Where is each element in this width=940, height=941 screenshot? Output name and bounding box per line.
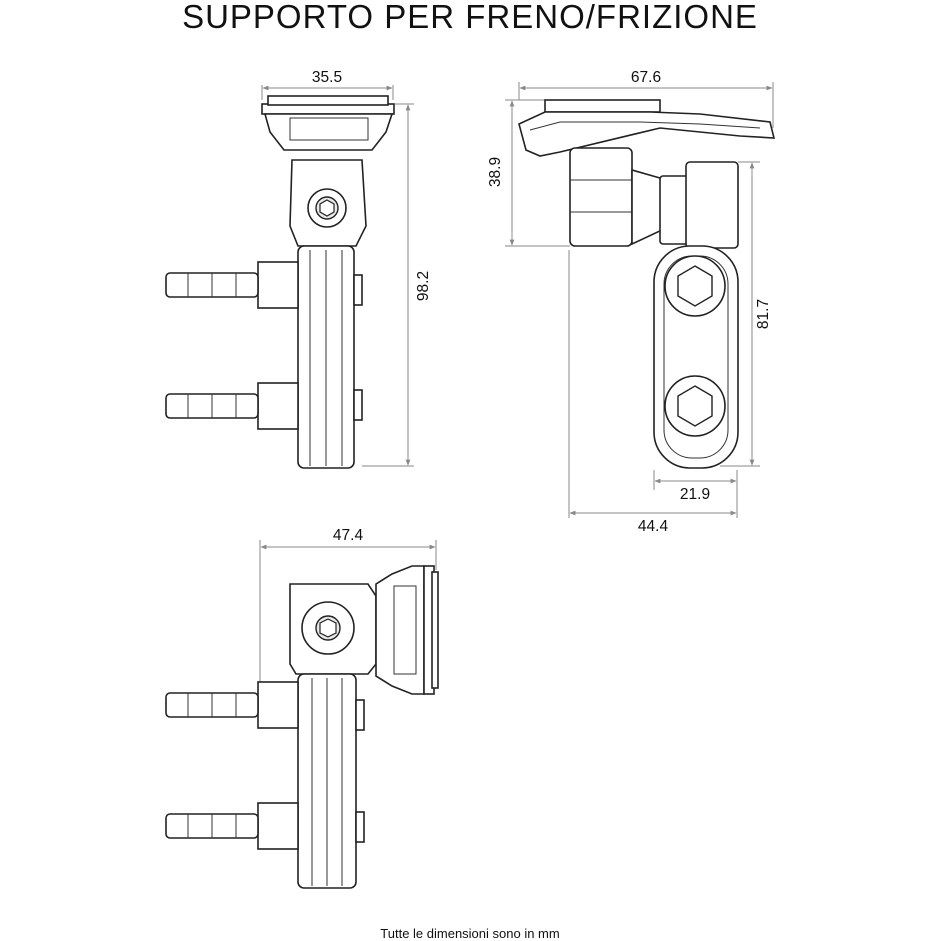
front-width-label: 35.5 bbox=[312, 69, 342, 86]
side-height-top-label: 38.9 bbox=[487, 157, 504, 187]
side-height-bottom-dimension: 81.7 bbox=[720, 161, 772, 467]
front-height-dimension: 98.2 bbox=[362, 103, 432, 467]
bottom-pin-upper bbox=[165, 681, 299, 729]
bottom-view: 47.4 bbox=[165, 527, 439, 889]
side-view: 67.6 38.9 81.7 21.9 44.4 bbox=[487, 69, 776, 535]
bottom-pin-lower bbox=[165, 802, 299, 850]
side-height-bottom-label: 81.7 bbox=[755, 299, 772, 329]
front-view: 35.5 98.2 bbox=[165, 69, 432, 469]
page-title: SUPPORTO PER FRENO/FRIZIONE bbox=[182, 0, 758, 35]
front-mount-head bbox=[263, 113, 394, 151]
bottom-width-dimension: 47.4 bbox=[259, 527, 437, 690]
bottom-width-label: 47.4 bbox=[333, 527, 364, 544]
side-width-label: 67.6 bbox=[631, 69, 661, 86]
side-clamp-body bbox=[569, 147, 633, 247]
front-width-dimension: 35.5 bbox=[261, 69, 394, 100]
front-side-tab-1 bbox=[353, 274, 363, 306]
bottom-side-tab-2 bbox=[355, 811, 365, 843]
units-note: Tutte le dimensioni sono in mm bbox=[380, 926, 560, 941]
side-vertical-bar bbox=[685, 161, 739, 249]
side-base-outer-label: 44.4 bbox=[638, 518, 669, 535]
bottom-top-cap bbox=[431, 571, 439, 689]
front-side-tab-2 bbox=[353, 389, 363, 421]
side-base-inner-label: 21.9 bbox=[680, 486, 710, 503]
side-base-inner-dimension: 21.9 bbox=[653, 470, 738, 518]
bottom-mount-head bbox=[375, 565, 425, 695]
front-top-cap bbox=[267, 95, 389, 106]
front-pin-lower bbox=[165, 382, 299, 430]
side-base-outer-dimension: 44.4 bbox=[568, 250, 737, 535]
side-bolt-lower-icon bbox=[664, 375, 726, 437]
front-pin-upper bbox=[165, 261, 299, 309]
side-height-top-dimension: 38.9 bbox=[487, 99, 570, 247]
side-width-dimension: 67.6 bbox=[518, 69, 774, 128]
side-top-plate bbox=[544, 99, 661, 113]
side-bolt-upper-icon bbox=[664, 255, 726, 317]
front-height-label: 98.2 bbox=[415, 271, 432, 301]
bottom-side-tab-1 bbox=[355, 699, 365, 731]
side-lever bbox=[518, 111, 776, 157]
